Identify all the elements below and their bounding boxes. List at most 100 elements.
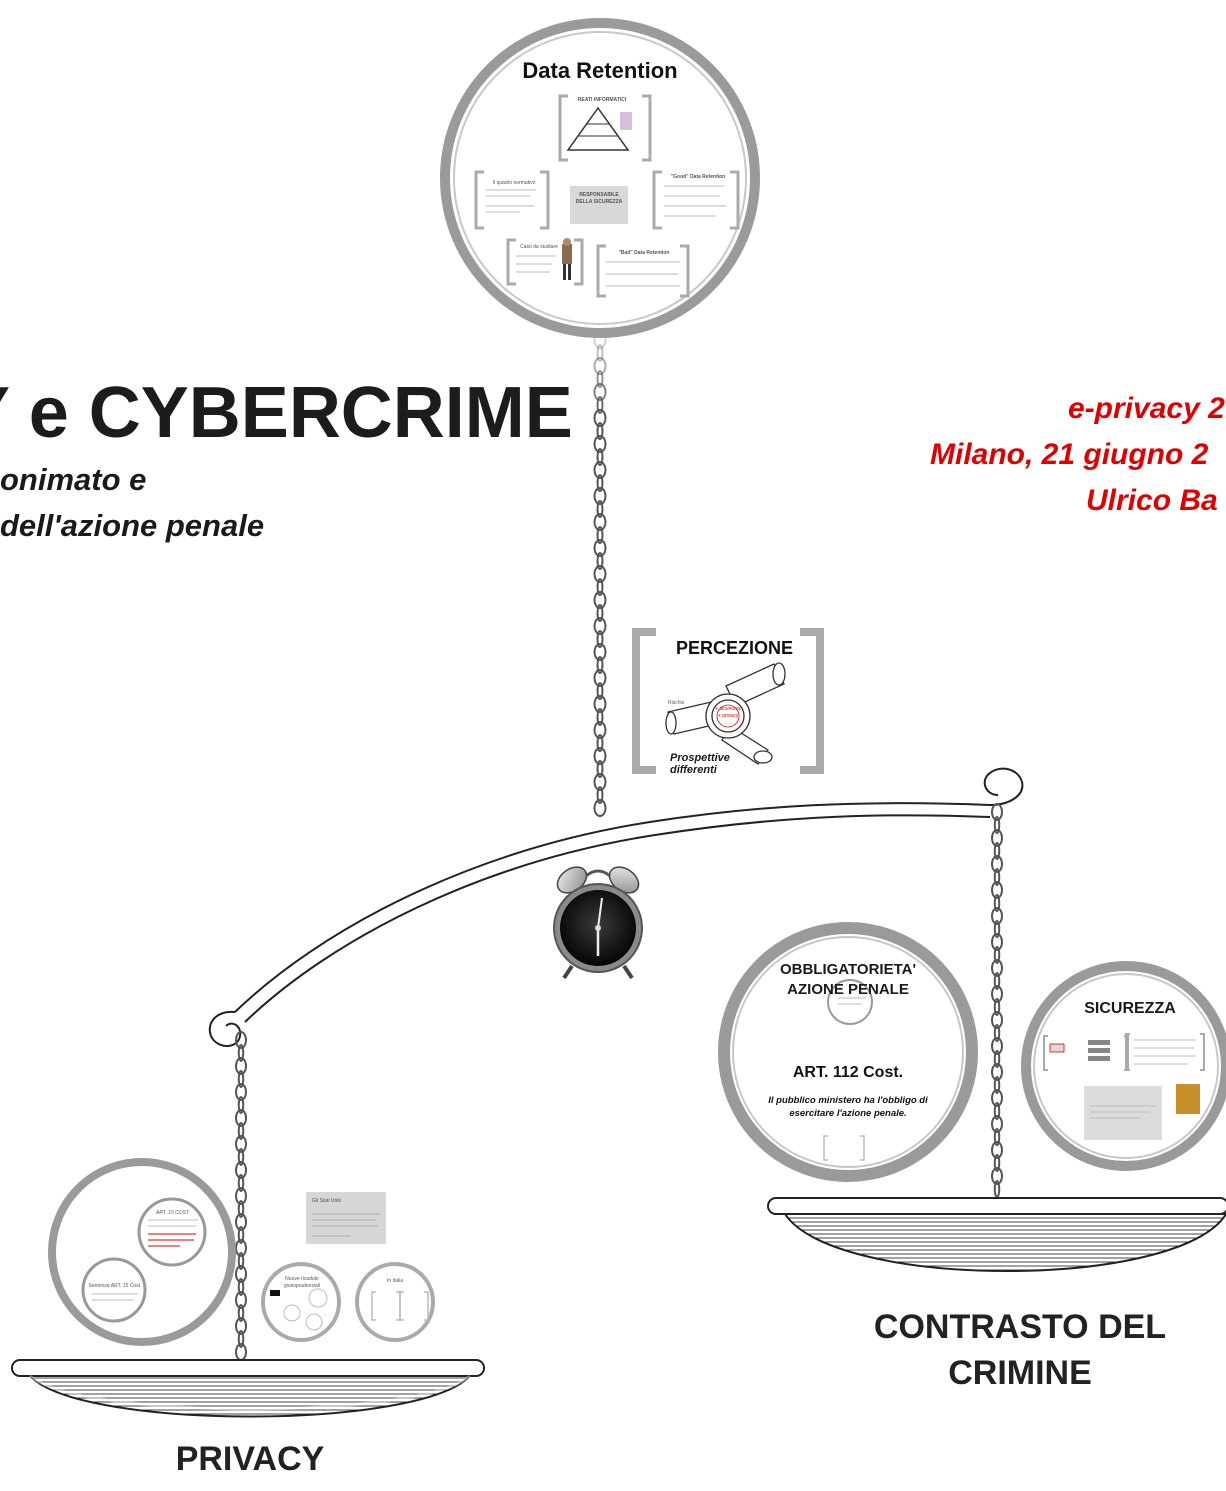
- sentenze-label: Sentenze ART. 15 Cost.: [88, 1283, 142, 1289]
- chain-link: [993, 946, 1001, 964]
- chain-link: [237, 1226, 245, 1244]
- chain-link: [593, 669, 607, 687]
- chain-link: [596, 526, 604, 544]
- chain-link: [593, 513, 607, 531]
- chain-link: [993, 1128, 1001, 1146]
- chain-link: [596, 448, 604, 466]
- chain-link: [593, 383, 607, 401]
- art-112-text-line-1: Il pubblico ministero ha l'obbligo di: [768, 1095, 928, 1106]
- chain-link: [593, 643, 607, 661]
- chain-link: [993, 1102, 1001, 1120]
- chain-link: [993, 1050, 1001, 1068]
- chain-link: [593, 409, 607, 427]
- chain-link: [991, 1115, 1003, 1133]
- stati-uniti-card-title: Gli Stati Uniti: [312, 1198, 341, 1204]
- privacy-label: PRIVACY: [175, 1440, 325, 1478]
- chain-link: [596, 604, 604, 622]
- chain-link: [593, 357, 607, 375]
- left-frame-title: Il quadro normativo: [492, 180, 536, 186]
- chain-link: [991, 829, 1003, 847]
- chain-link: [993, 998, 1001, 1016]
- percezione-caption-line-2: differenti: [670, 764, 717, 776]
- privacy-circles[interactable]: [48, 1158, 435, 1346]
- chain-link: [596, 734, 604, 752]
- data-retention-circle[interactable]: [440, 18, 760, 338]
- chain-link: [237, 1330, 245, 1348]
- chain-link: [993, 1076, 1001, 1094]
- percezione-center-text: + sicurezza + privacy: [712, 706, 744, 720]
- chain-link: [993, 972, 1001, 990]
- chain-link: [593, 591, 607, 609]
- chain-link: [237, 1200, 245, 1218]
- chain-link: [235, 1135, 247, 1153]
- chain-link: [235, 1057, 247, 1075]
- chain-link: [991, 1089, 1003, 1107]
- chain-link: [235, 1109, 247, 1127]
- chain-link: [593, 799, 607, 817]
- right-pan: [767, 1197, 1226, 1272]
- bad-retention-title: "Bad" Data Retention: [618, 250, 670, 256]
- chain-link: [593, 461, 607, 479]
- sicurezza-title: SICUREZZA: [1084, 1000, 1176, 1017]
- chain-link: [596, 578, 604, 596]
- chain-link: [596, 344, 604, 362]
- obbligatorieta-circle[interactable]: [718, 922, 978, 1182]
- chain-link: [991, 933, 1003, 951]
- chain-link: [993, 816, 1001, 834]
- percezione-caption-line-1: Prospettive: [670, 752, 730, 764]
- chain-link: [593, 695, 607, 713]
- chain-link: [235, 1265, 247, 1283]
- chain-link: [593, 487, 607, 505]
- left-pan: [11, 1359, 485, 1418]
- percezione-center-line-1: + sicurezza: [715, 706, 741, 712]
- chain-link: [237, 1304, 245, 1322]
- chain-link: [237, 1252, 245, 1270]
- sicurezza-circle[interactable]: [1021, 961, 1226, 1171]
- good-retention-title: "Good" Data Retention: [670, 174, 726, 180]
- chain-link: [993, 868, 1001, 886]
- chain-link: [993, 842, 1001, 860]
- chain-link: [993, 1024, 1001, 1042]
- chain-link: [596, 422, 604, 440]
- chain-link: [596, 708, 604, 726]
- chain-link: [593, 773, 607, 791]
- italia-label: In Italia: [386, 1278, 404, 1284]
- obbligatorieta-title-line-2: AZIONE PENALE: [787, 981, 909, 998]
- percezione-frame[interactable]: [632, 628, 824, 774]
- chain-link: [993, 894, 1001, 912]
- chain-link: [237, 1044, 245, 1062]
- chain-link: [593, 617, 607, 635]
- scale-beam: [208, 767, 1024, 1047]
- chain-link: [237, 1122, 245, 1140]
- chain-link: [596, 370, 604, 388]
- event-speaker: Ulrico Ba: [1086, 484, 1218, 517]
- middle-circle-label: Nuove ricadute giurisprudenziali: [283, 1276, 321, 1289]
- center-card-label: RESPONSABILE DELLA SICUREZZA: [575, 192, 623, 205]
- chain-link: [991, 959, 1003, 977]
- chain-link: [235, 1187, 247, 1205]
- chain-link: [237, 1070, 245, 1088]
- chain-link: [991, 985, 1003, 1003]
- chain-link: [596, 786, 604, 804]
- main-title: Y e CYBERCRIME: [0, 373, 573, 453]
- chain-link: [235, 1031, 247, 1049]
- chain-link: [593, 721, 607, 739]
- chain-link: [596, 630, 604, 648]
- chain-link: [235, 1083, 247, 1101]
- chain-link: [991, 1037, 1003, 1055]
- art-112-label: ART. 112 Cost.: [792, 1064, 904, 1081]
- chain-link: [991, 1011, 1003, 1029]
- chain-link: [993, 920, 1001, 938]
- art-112-text-line-2: esercitare l'azione penale.: [789, 1108, 907, 1119]
- chain-link: [991, 855, 1003, 873]
- event-date: Milano, 21 giugno 2: [930, 438, 1209, 471]
- obbligatorieta-title: OBBLIGATORIETA' AZIONE PENALE: [748, 960, 948, 1000]
- chain-link: [596, 682, 604, 700]
- art-112-text: Il pubblico ministero ha l'obbligo di es…: [748, 1094, 948, 1120]
- percezione-center-line-2: + privacy: [717, 713, 739, 719]
- subtitle-line-2: dell'azione penale: [0, 508, 265, 543]
- chain-link: [596, 552, 604, 570]
- chain-link: [596, 760, 604, 778]
- chain-link: [593, 435, 607, 453]
